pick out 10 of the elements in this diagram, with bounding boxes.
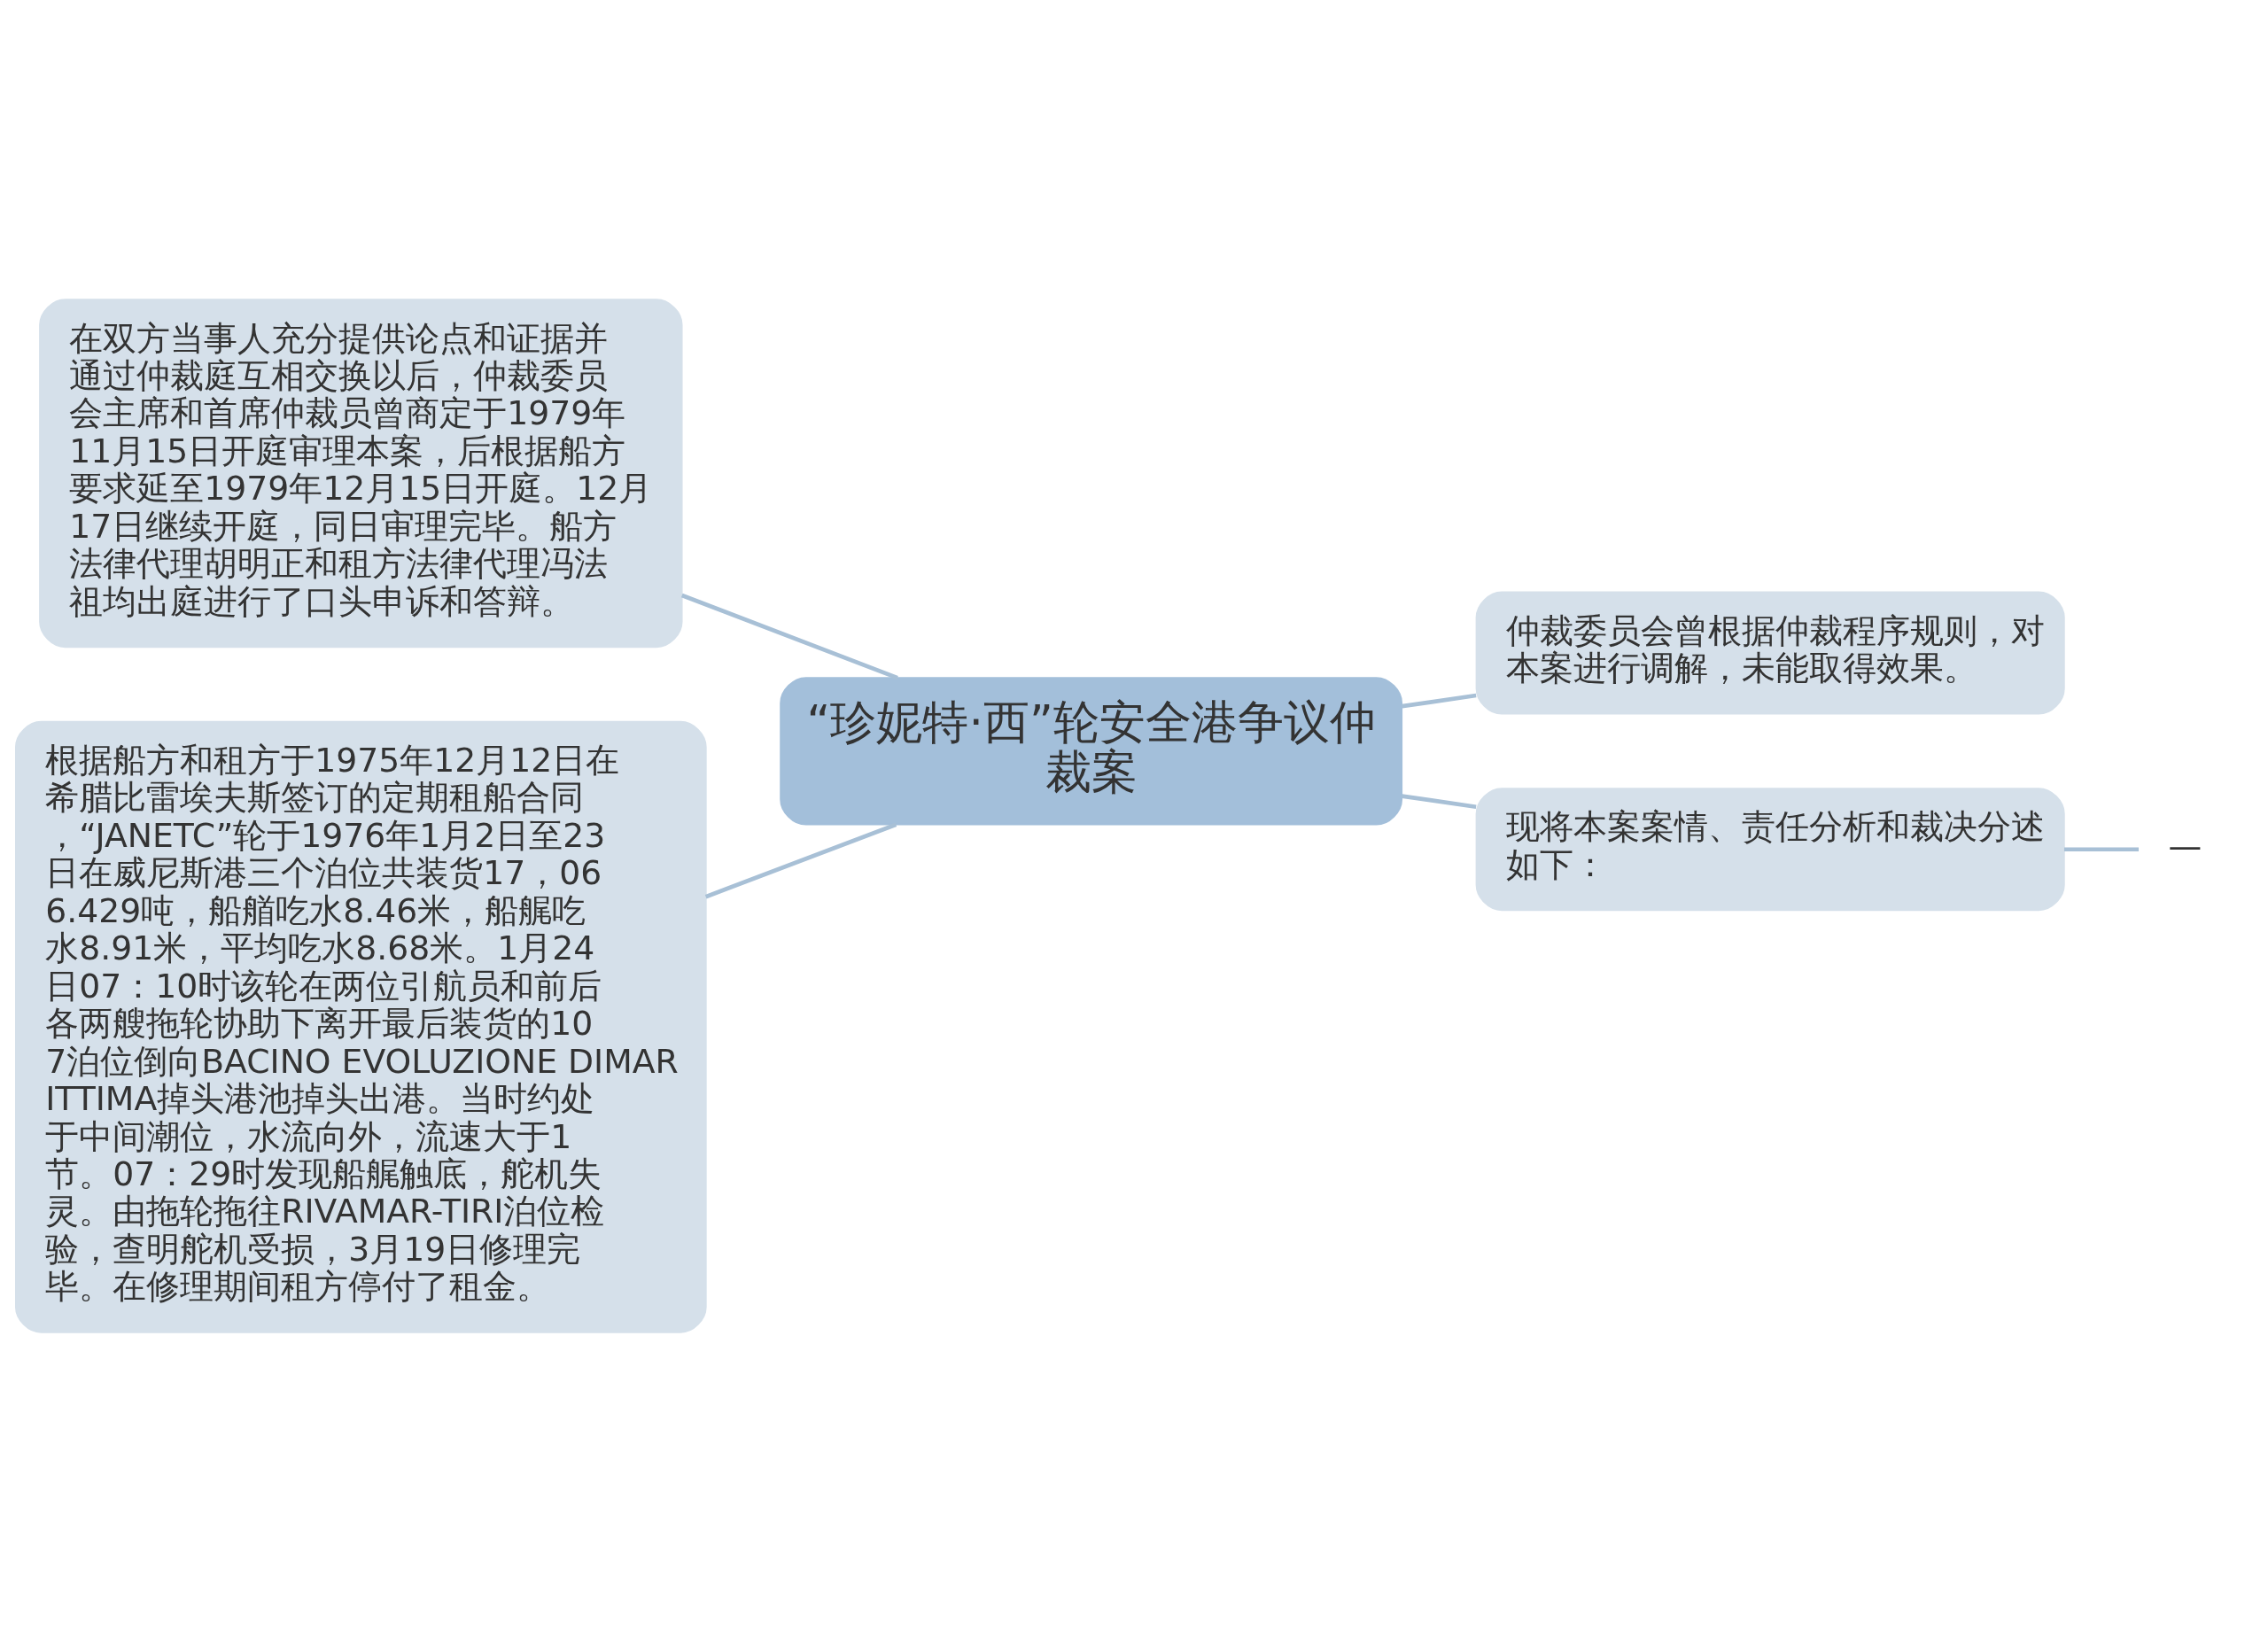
node-box: 在双方当事人充分提供论点和证据并通过仲裁庭互相交换以后，仲裁委员会主席和首席仲裁员曾商定于1979年11月15日开庭审理本案，后根据船方要求延至1979年12月15日开庭。12月17日继续开庭，同日审理完毕。船方法律代理胡明正和租方法律代理冯法祖均出庭进行了口头申诉和答辩。 [39, 298, 683, 648]
node-box: 根据船方和租方于1975年12月12日在希腊比雷埃夫斯签订的定期租船合同，“JANETC”轮于1976年1月2日至23日在威尼斯港三个泊位共装货17，066.429吨，船艏吃水8.46米，船艉吃水8.91米，平均吃水8.68米。1月24日07：10时该轮在两位引航员和前后各两艘拖轮协助下离开最后装货的107泊位倒向BACINO EVOLUZIONE DIMARITTIMA掉头港池掉头出港。当时约处于中间潮位，水流向外，流速大于1节。07：29时发现船艉触底，舵机失灵。由拖轮拖往RIVAMAR-TIRI泊位检验，查明舵机受损，3月19日修理完毕。在修理期间租方停付了租金。 [15, 720, 707, 1333]
connector [1402, 793, 1477, 809]
node-box: “珍妮特·西”轮安全港争议仲裁案 [780, 676, 1403, 826]
connector [1402, 693, 1477, 708]
connector [2063, 846, 2140, 851]
node-box: 现将本案案情、责任分析和裁决分述如下： [1475, 787, 2065, 911]
connector [680, 593, 898, 680]
node-text: — [2168, 826, 2202, 866]
node-box: 仲裁委员会曾根据仲裁程序规则，对本案进行调解，未能取得效果。 [1475, 590, 2065, 715]
